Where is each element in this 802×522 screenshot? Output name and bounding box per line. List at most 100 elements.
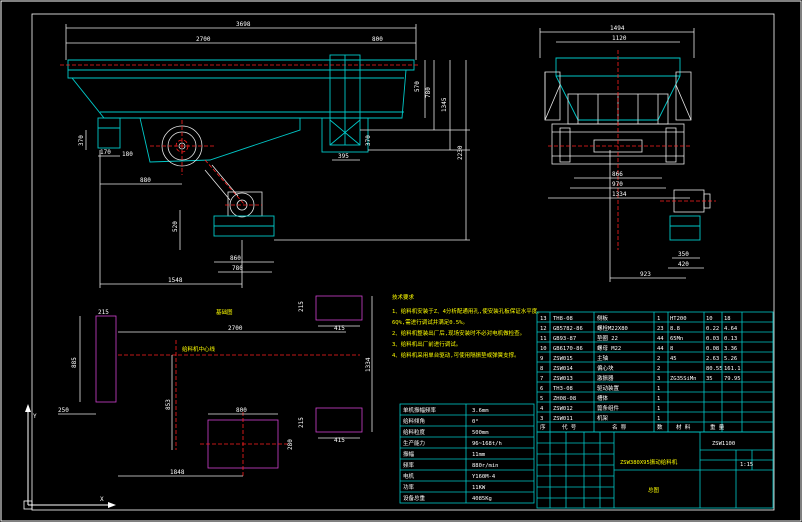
dim-v1334: 1334 <box>365 357 372 372</box>
axis-x-label: X <box>100 496 104 503</box>
parts-cell-w1: 35 <box>706 376 713 382</box>
parts-cell-w2: 0.13 <box>724 336 737 342</box>
parts-cell-code: ZSW015 <box>553 356 573 362</box>
spec-value: 0° <box>472 419 479 425</box>
parts-cell-qty: 23 <box>657 326 664 332</box>
parts-cell-w1: 2.63 <box>706 356 719 362</box>
dim-left-h: 885 <box>71 357 78 368</box>
spec-value: 96~168t/h <box>472 441 502 447</box>
parts-cell-code: GB93-87 <box>553 336 576 342</box>
dim-bracket: 395 <box>338 153 349 160</box>
parts-cell-mat: 8.8 <box>670 326 680 332</box>
spec-label: 功率 <box>403 483 415 491</box>
note-line-5: 4、给料机采用单台驱动,可使用隔振垫或弹簧支撑。 <box>392 351 520 359</box>
sheet-label: 总图 <box>648 486 660 494</box>
parts-cell-w1: 0.03 <box>706 336 719 342</box>
center-line-label: 给料机中心线 <box>182 345 216 353</box>
ucs-axis-icon: Y X <box>23 404 116 510</box>
dim-foundation-length: 2700 <box>228 325 243 332</box>
parts-cell-name: 驱动装置 <box>597 384 620 392</box>
parts-cell-name: 垫圈 22 <box>597 334 618 342</box>
foundation-title: 基础图 <box>216 308 233 316</box>
parts-header-code: 代 号 <box>562 423 577 431</box>
spec-value: 11mm <box>472 452 486 458</box>
parts-cell-no: 6 <box>540 386 543 392</box>
dim-motor-b: 420 <box>678 261 689 268</box>
dim-w215b: 215 <box>298 301 305 312</box>
dim-base-w1: 860 <box>230 255 241 262</box>
parts-cell-mat: 45 <box>670 356 677 362</box>
dim-right-seg: 800 <box>372 36 383 43</box>
parts-cell-name: 螺母 M22 <box>597 344 621 352</box>
parts-cell-qty: 2 <box>657 366 660 372</box>
dim-base-800: 800 <box>236 407 247 414</box>
parts-cell-w2: 3.36 <box>724 346 737 352</box>
parts-cell-mat: HT200 <box>670 316 687 322</box>
parts-cell-no: 12 <box>540 326 547 332</box>
parts-cell-no: 4 <box>540 406 544 412</box>
dim-trough-length: 2700 <box>196 36 211 43</box>
parts-cell-w2: 4.64 <box>724 326 738 332</box>
parts-cell-qty: 44 <box>657 336 664 342</box>
dim-inner-width: 1120 <box>612 35 627 42</box>
parts-cell-no: 11 <box>540 336 547 342</box>
parts-cell-w2: 161.1 <box>724 366 741 372</box>
parts-cell-name: 激振器 <box>597 374 614 382</box>
dim-motor-offset: 880 <box>140 177 151 184</box>
parts-cell-no: 7 <box>540 376 543 382</box>
dim-side-w1: 866 <box>612 171 623 178</box>
dim-side-w2: 970 <box>612 181 623 188</box>
dim-h4: 2230 <box>457 145 464 160</box>
spec-value: Y160M-4 <box>472 474 496 480</box>
parts-header-no: 序 <box>540 423 546 431</box>
parts-cell-w1: 80.55 <box>706 366 723 372</box>
parts-cell-no: 9 <box>540 356 543 362</box>
parts-cell-code: ZSW011 <box>553 416 573 422</box>
note-line-4: 3、给料机出厂前进行调试。 <box>392 340 461 348</box>
dim-bottom-1848: 1848 <box>170 469 185 476</box>
spec-value: 3.6mm <box>472 408 489 414</box>
parts-cell-mat: ZG35SiMn <box>670 376 697 382</box>
parts-cell-qty: 1 <box>657 316 660 322</box>
parts-cell-w1: 0.08 <box>706 346 719 352</box>
dim-w415a: 415 <box>334 325 345 332</box>
spec-label: 振幅 <box>403 450 415 458</box>
parts-header-name: 名 称 <box>612 423 627 431</box>
note-line-3: 2、给料机整装出厂后,现场安装时不必对电机做检查。 <box>392 329 525 337</box>
parts-cell-w1: 0.22 <box>706 326 719 332</box>
drawing-title: ZSW380X95振动给料机 <box>620 458 678 466</box>
parts-cell-code: ZH08-08 <box>553 396 576 402</box>
dim-foot-w: 170 <box>100 149 111 156</box>
drawing-number: ZSW1100 <box>712 441 735 447</box>
parts-cell-name: 槽体 <box>597 394 609 402</box>
dim-foot-h: 370 <box>78 135 85 146</box>
spec-label: 给料倾角 <box>403 417 425 425</box>
parts-cell-name: 螺栓M22X80 <box>597 324 628 332</box>
spec-value: 4085Kg <box>472 496 492 502</box>
axis-y-label: Y <box>33 413 37 420</box>
parts-cell-no: 13 <box>540 316 547 322</box>
parts-header-qty: 数 <box>657 423 663 431</box>
front-view: 3698 2700 800 <box>60 21 470 288</box>
dim-bracket-h: 370 <box>365 135 372 146</box>
dim-w415b: 415 <box>334 437 345 444</box>
parts-cell-w2: 5.26 <box>724 356 737 362</box>
dim-h1: 570 <box>414 81 421 92</box>
dim-w215a: 215 <box>98 309 109 316</box>
parts-cell-code: ZSW014 <box>553 366 574 372</box>
dim-top-width: 1494 <box>610 25 625 32</box>
title-block: ZSW1100 ZSW380X95振动给料机 1:15 总图 <box>536 431 774 509</box>
parts-cell-code: ZSW013 <box>553 376 573 382</box>
spec-label: 生产能力 <box>403 439 425 447</box>
parts-cell-name: 主轴 <box>597 354 609 362</box>
parts-cell-code: GB5782-86 <box>553 326 583 332</box>
note-line-2: 6Q%,需进行调试并满足0.5%。 <box>392 318 468 326</box>
parts-cell-no: 3 <box>540 416 543 422</box>
spec-value: 500mm <box>472 430 489 436</box>
parts-cell-code: GB6170-86 <box>553 346 583 352</box>
note-line-1: 1、给料机安装于Z、4分析配通用孔,使安装孔板保证水平度。 <box>392 307 543 315</box>
parts-cell-qty: 1 <box>657 386 660 392</box>
